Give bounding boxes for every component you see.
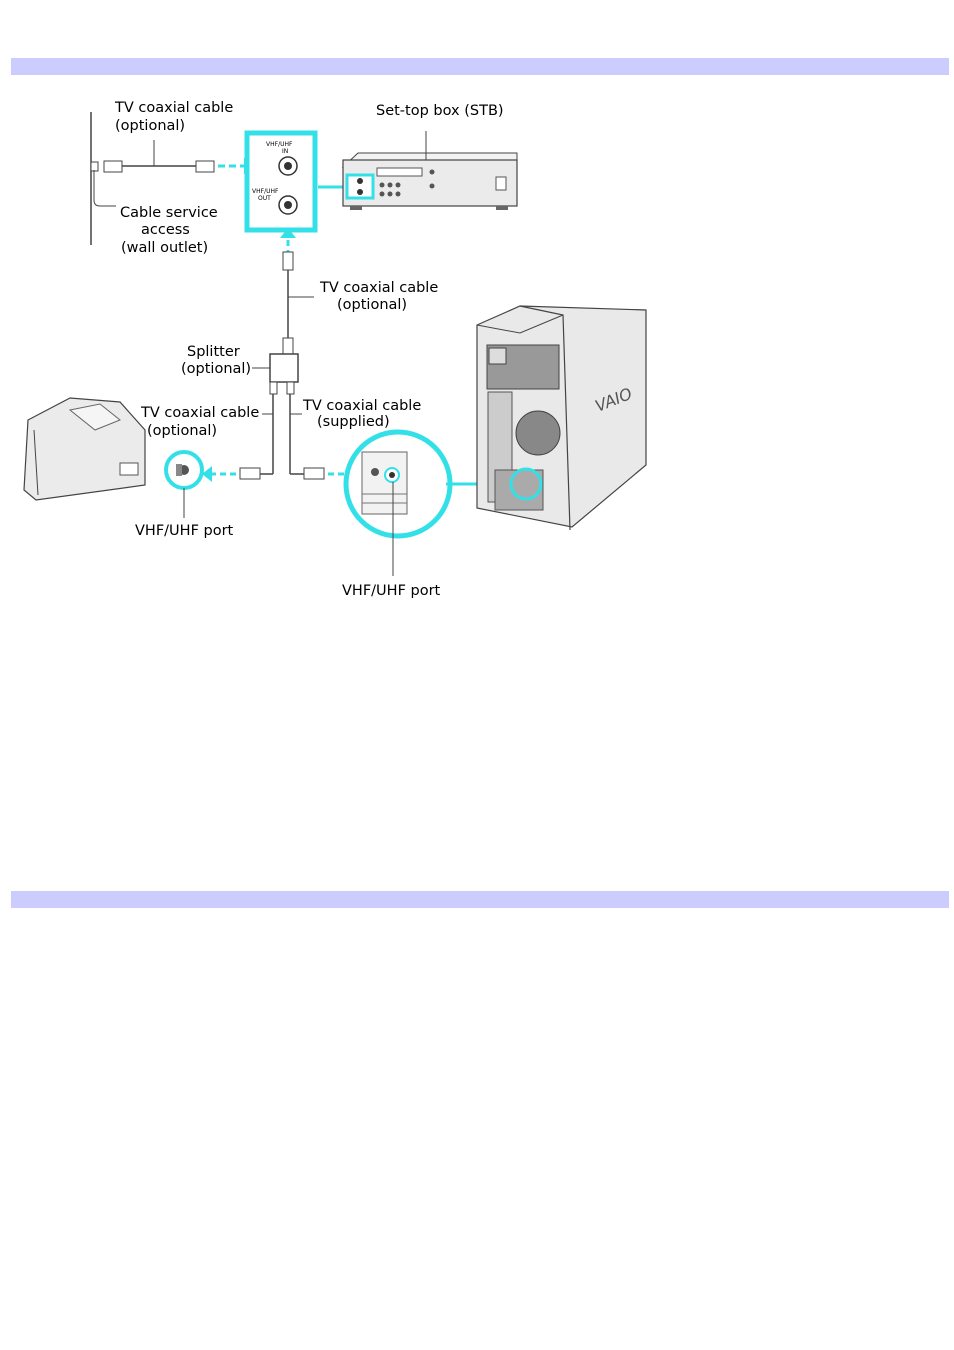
wall-outlet-label-line1: Cable service <box>120 205 218 221</box>
wall-cable-label-line1: TV coaxial cable <box>114 100 233 116</box>
wall-outlet-label-line2: access <box>141 222 190 238</box>
header-band-bottom <box>11 891 949 908</box>
set-top-box-icon <box>343 131 517 210</box>
wall-outlet-label-line3: (wall outlet) <box>121 240 208 256</box>
mid-cable-label-line1: TV coaxial cable <box>319 280 438 296</box>
pc-port-label: VHF/UHF port <box>342 583 441 599</box>
wall-coaxial-cable <box>94 140 254 206</box>
tv-cable-label-line2: (optional) <box>147 423 217 439</box>
stb-out-label-line1: VHF/UHF <box>252 188 279 195</box>
pc-cable-label-line1: TV coaxial cable <box>302 398 421 414</box>
tv-cable-label-line1: TV coaxial cable <box>140 405 259 421</box>
splitter-to-tv-cable <box>202 466 273 482</box>
splitter-label-line1: Splitter <box>187 344 240 360</box>
stb-port-panel: VHF/UHF IN VHF/UHF OUT <box>247 133 315 230</box>
stb-to-splitter-cable <box>280 228 314 354</box>
tv-port-label: VHF/UHF port <box>135 523 234 539</box>
stb-label: Set-top box (STB) <box>376 103 504 119</box>
pc-cable-label-line2: (supplied) <box>317 414 390 430</box>
splitter-icon <box>252 354 302 474</box>
stb-out-label-line2: OUT <box>258 195 271 202</box>
connection-diagram: VHF/UHF IN VHF/UHF OUT <box>0 0 954 620</box>
computer-tower-icon: VAIO <box>477 306 646 530</box>
wall-cable-label-line2: (optional) <box>115 118 185 134</box>
stb-in-label-line2: IN <box>282 148 288 155</box>
mid-cable-label-line2: (optional) <box>337 297 407 313</box>
stb-in-label-line1: VHF/UHF <box>266 141 293 148</box>
splitter-label-line2: (optional) <box>181 361 251 377</box>
